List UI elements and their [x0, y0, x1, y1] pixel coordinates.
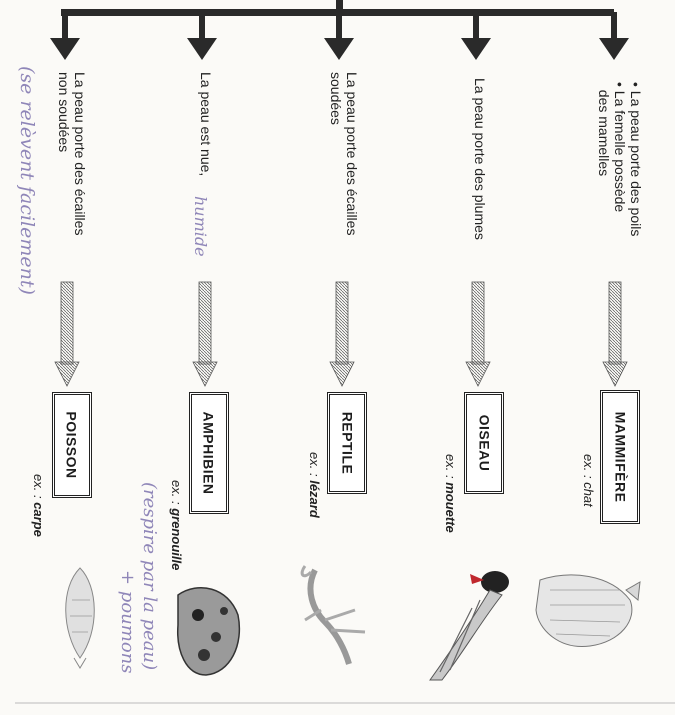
example-mammifere: ex. : chat: [581, 454, 596, 507]
description-poisson: La peau porte des écailles non soudées: [56, 72, 88, 236]
example-oiseau: ex. : mouette: [443, 454, 458, 533]
class-box-poisson: POISSON: [52, 392, 92, 498]
cat-illustration: [535, 574, 641, 647]
handwritten-amphibien-note-2: + poumons: [117, 570, 138, 674]
lizard-illustration: [300, 565, 366, 665]
handwritten-amphibien-note-1: (respire par la peau): [139, 482, 160, 671]
frog-illustration: [177, 587, 241, 676]
seagull-illustration: [429, 571, 509, 681]
class-box-mammifere: MAMMIFÈRE: [600, 390, 640, 524]
handwritten-humide: humide: [191, 196, 210, 257]
example-amphibien: ex. : grenouille: [169, 480, 184, 571]
class-box-oiseau: OISEAU: [464, 392, 504, 494]
handwritten-poisson-note: (se relèvent facilement): [16, 66, 38, 295]
class-name: MAMMIFÈRE: [612, 411, 629, 503]
class-name: POISSON: [64, 411, 81, 479]
example-reptile: ex. : lézard: [307, 452, 322, 518]
class-box-amphibien: AMPHIBIEN: [189, 392, 229, 514]
description-reptile: La peau porte des écailles soudées: [328, 72, 360, 236]
class-name: AMPHIBIEN: [201, 411, 217, 495]
class-name: OISEAU: [476, 414, 492, 472]
description-amphibien: La peau est nue,: [198, 72, 214, 177]
description-oiseau: La peau porte des plumes: [472, 78, 488, 240]
carp-illustration: [65, 567, 95, 669]
description-mammifere: • La peau porte des poils • La femelle p…: [596, 82, 644, 237]
class-name: REPTILE: [339, 411, 355, 475]
class-box-reptile: REPTILE: [327, 392, 367, 494]
example-poisson: ex. : carpe: [31, 474, 46, 537]
